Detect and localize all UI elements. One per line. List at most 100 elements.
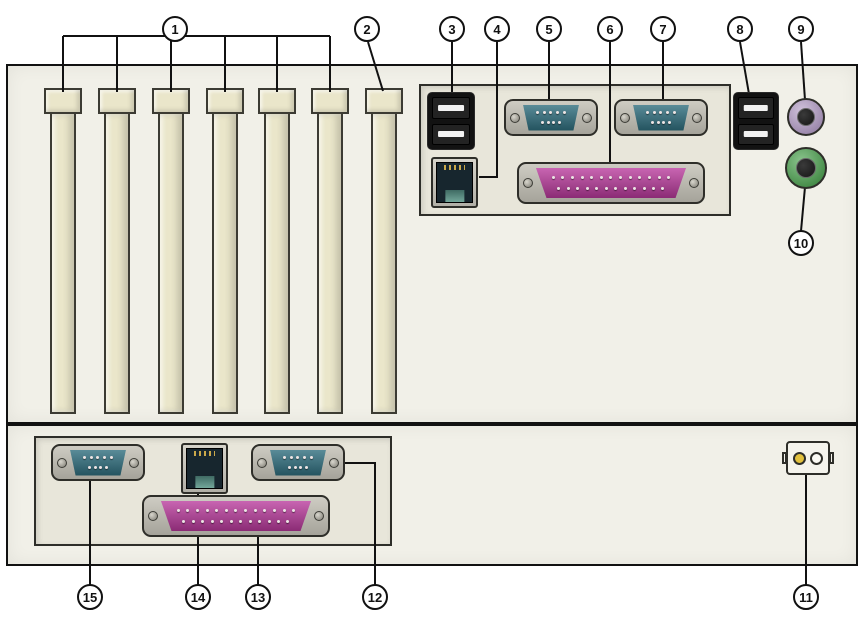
slot-bracket-body [371,114,397,414]
ps2-socket [796,107,816,127]
connector-pin [662,120,666,124]
callout-10: 10 [788,230,814,256]
connector-pin [93,465,97,469]
usb-tongue [743,131,769,138]
connector-pin [633,187,637,190]
db9-face [70,449,126,476]
connector-pin [563,111,567,115]
connector-pin [210,520,214,523]
callout-2: 2 [354,16,380,42]
connector-pin [258,520,262,523]
screw-icon [129,457,139,468]
connector-pin [580,176,584,179]
callout-2-label: 2 [363,21,371,37]
connector-pin [205,509,209,512]
serial-port-7 [614,99,708,136]
pin-row [523,120,579,124]
callout-9: 9 [788,16,814,42]
connector-pin [642,187,646,190]
callout-14-label: 14 [190,589,206,605]
connector-pin [273,509,277,512]
expansion-slot-6 [311,88,349,414]
callout-11: 11 [793,584,819,610]
serial-port-15 [51,444,145,481]
parallel-port-6 [517,162,705,204]
connector-pin [305,465,309,469]
connector-pin [263,509,267,512]
connector-pin [267,520,271,523]
connector-pin [619,176,623,179]
slot-bracket-body [212,114,238,414]
connector-pin [614,187,618,190]
callout-line-8 [739,41,750,95]
connector-pin [195,509,199,512]
usb-port-stack-3 [427,92,475,150]
usb-tongue [743,104,769,111]
connector-pin [648,176,652,179]
callout-11-label: 11 [799,589,813,605]
connector-pin [303,456,307,460]
power-pin-hole [810,451,824,465]
connector-pin [623,187,627,190]
slot-bracket-head [365,88,403,114]
pin-row [70,465,126,469]
connector-pin [656,120,660,124]
usb-port [738,123,774,145]
connector-pin [570,176,574,179]
connector-pin [546,120,550,124]
pin-row [536,176,686,179]
connector-pin [248,520,252,523]
expansion-slot-3 [152,88,190,414]
callout-13-label: 13 [250,589,266,605]
screw-icon [148,511,158,521]
connector-pin [668,120,672,124]
connector-tab [782,452,787,464]
connector-pin [103,456,107,460]
connector-pin [590,176,594,179]
callout-6-label: 6 [606,21,614,37]
connector-pin [82,456,86,460]
callout-8-label: 8 [736,21,744,37]
connector-pin [551,176,555,179]
callout-line-4 [479,42,498,178]
connector-pin [229,520,233,523]
connector-pin [224,509,228,512]
connector-pin [293,465,297,469]
callout-4: 4 [484,16,510,42]
connector-pin [535,111,539,115]
screw-icon [57,457,67,468]
connector-pin [234,509,238,512]
usb-tongue [438,104,464,111]
callout-5: 5 [536,16,562,42]
rj45-clip-slot [444,190,465,202]
rj45-opening [436,162,473,203]
connector-pin [89,456,93,460]
connector-pin [540,120,544,124]
power-pin-hole [792,451,806,465]
connector-pin [673,111,677,115]
screw-icon [257,457,267,468]
callout-line-9 [800,41,806,101]
connector-pin [87,465,91,469]
callout-6: 6 [597,16,623,42]
connector-pin [110,456,114,460]
connector-pin [542,111,546,115]
connector-pin [96,456,100,460]
connector-pin [176,509,180,512]
serial-port-12 [251,444,345,481]
usb-port-stack-8 [733,92,779,150]
connector-pin [186,509,190,512]
ps2-port-green-10 [785,147,827,189]
slot-bracket-body [104,114,130,414]
connector-pin [652,111,656,115]
rj45-clip-slot [194,476,215,488]
connector-pin [557,187,561,190]
connector-pin [595,187,599,190]
power-connector-11 [782,441,834,475]
rj45-opening [186,448,223,489]
usb-tongue [438,131,464,138]
slot-bracket-body [264,114,290,414]
connector-pin [604,187,608,190]
expansion-slot-4 [206,88,244,414]
expansion-slot-2 [98,88,136,414]
